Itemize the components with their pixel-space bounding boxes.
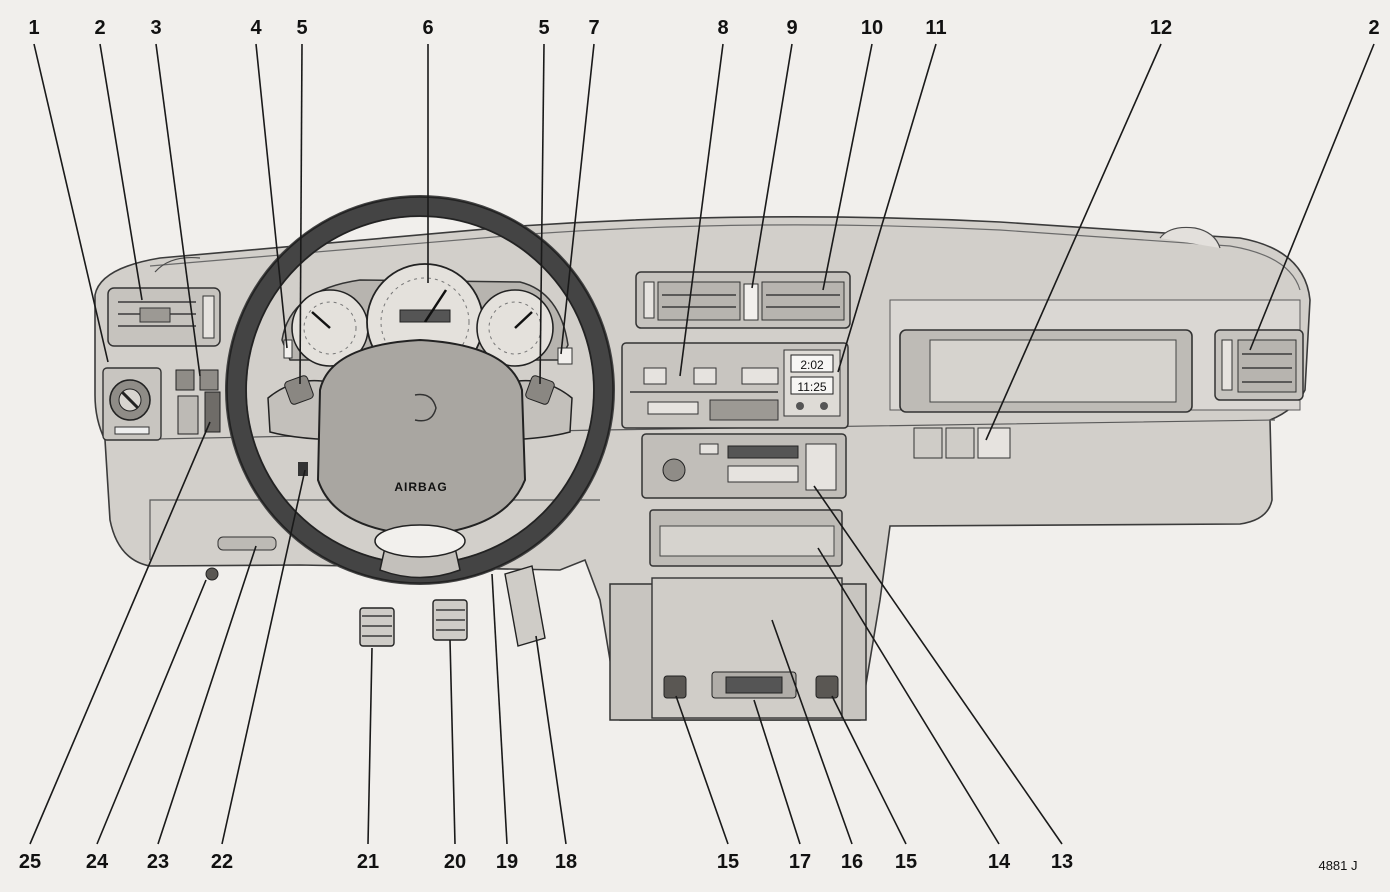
leader-line-bottom-4 — [221, 469, 306, 845]
callout-bottom-7: 19 — [496, 851, 518, 873]
leader-line-bottom-1 — [29, 421, 211, 845]
leader-line-bottom-6 — [449, 639, 456, 845]
callout-bottom-14: 13 — [1051, 851, 1073, 873]
leader-line-top-14 — [1249, 43, 1375, 351]
callout-top-12: 11 — [925, 17, 946, 39]
callout-top-8: 7 — [588, 17, 599, 39]
callout-top-5: 5 — [296, 17, 307, 39]
glovebox-tray — [899, 329, 1193, 459]
callout-bottom-10: 17 — [789, 851, 811, 873]
leader-line-top-7 — [539, 43, 545, 385]
right-vent — [1214, 329, 1304, 401]
storage-tray — [649, 509, 843, 567]
leader-line-top-12 — [837, 43, 937, 373]
leader-line-top-4 — [255, 43, 288, 349]
callout-bottom-4: 22 — [211, 851, 233, 873]
pedals — [359, 565, 546, 647]
callout-top-3: 3 — [150, 17, 161, 39]
clock-display-top: 2:02 — [800, 358, 824, 372]
leader-line-bottom-14 — [813, 485, 1063, 845]
callout-bottom-3: 23 — [147, 851, 169, 873]
callout-bottom-6: 20 — [444, 851, 466, 873]
callout-bottom-11: 16 — [841, 851, 863, 873]
callout-bottom-12: 15 — [895, 851, 917, 873]
leader-line-bottom-10 — [753, 699, 801, 845]
callout-top-13: 12 — [1150, 17, 1172, 39]
left-vent — [107, 287, 221, 347]
callout-top-6: 6 — [422, 17, 433, 39]
callout-bottom-2: 24 — [86, 851, 109, 873]
leader-line-bottom-9 — [675, 695, 729, 845]
callouts-bottom: 25 24 23 22 21 20 19 18 15 17 16 15 14 13 — [19, 421, 1073, 873]
light-switch-panel — [102, 367, 221, 441]
callout-top-7: 5 — [538, 17, 549, 39]
leader-line-top-2 — [99, 43, 143, 301]
callout-bottom-1: 25 — [19, 851, 41, 873]
callout-top-2: 2 — [94, 17, 105, 39]
leader-line-bottom-11 — [771, 619, 853, 845]
callout-bottom-8: 18 — [555, 851, 577, 873]
centre-console — [609, 577, 867, 721]
leader-line-top-5 — [299, 43, 303, 385]
figure-code: 4881 J — [1318, 858, 1357, 873]
leader-line-top-11 — [822, 43, 873, 291]
leader-line-bottom-13 — [817, 547, 1000, 845]
callout-top-1: 1 — [28, 17, 39, 39]
leader-line-bottom-2 — [96, 579, 207, 845]
leader-line-top-9 — [679, 43, 724, 377]
leader-line-top-10 — [751, 43, 793, 289]
leader-line-bottom-7 — [491, 573, 508, 845]
callout-bottom-13: 14 — [988, 851, 1011, 873]
hood-release-lever — [205, 536, 277, 581]
steering-wheel — [225, 195, 615, 585]
leader-line-top-3 — [155, 43, 201, 377]
leader-line-top-13 — [985, 43, 1162, 441]
leader-line-bottom-5 — [367, 647, 373, 845]
callout-top-10: 9 — [786, 17, 797, 39]
callout-bottom-9: 15 — [717, 851, 739, 873]
callout-top-4: 4 — [250, 17, 262, 39]
callout-top-14: 2 — [1368, 17, 1379, 39]
leader-line-bottom-3 — [157, 545, 257, 845]
leader-line-top-8 — [560, 43, 595, 355]
radio-unit — [641, 433, 847, 499]
callout-top-11: 10 — [861, 17, 883, 39]
airbag-label: AIRBAG — [394, 480, 447, 494]
callout-bottom-5: 21 — [357, 851, 379, 873]
climate-panel: 2:02 11:25 — [621, 342, 849, 429]
leader-line-bottom-8 — [535, 635, 567, 845]
centre-vents — [635, 271, 851, 329]
callout-top-9: 8 — [717, 17, 728, 39]
clock-display-bottom: 11:25 — [797, 380, 826, 394]
leader-line-top-1 — [33, 43, 109, 363]
leader-line-bottom-12 — [831, 695, 907, 845]
